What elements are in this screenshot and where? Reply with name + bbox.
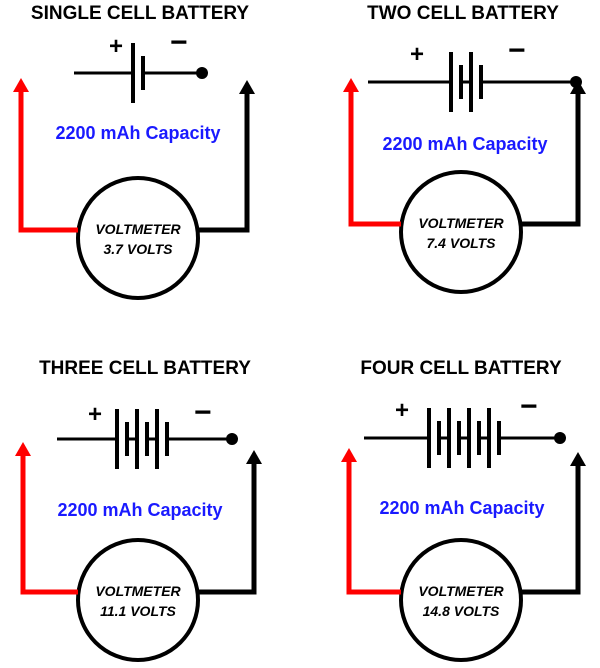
voltmeter: VOLTMETER 11.1 VOLTS <box>95 583 181 619</box>
plus-sign: + <box>109 33 123 60</box>
negative-arrowhead <box>570 452 586 466</box>
minus-sign: − <box>508 34 526 67</box>
voltmeter-label: VOLTMETER <box>95 221 181 237</box>
voltage-reading: 11.1 VOLTS <box>100 603 176 619</box>
panel-single-cell: SINGLE CELL BATTERY 2200 mAh Capacity VO… <box>13 3 255 300</box>
panel-three-cell: THREE CELL BATTERY 2200 mAh Capacity VOL… <box>15 358 262 662</box>
positive-arrowhead <box>13 78 29 92</box>
voltage-reading: 3.7 VOLTS <box>104 241 174 257</box>
positive-lead <box>18 90 78 233</box>
voltmeter: VOLTMETER 7.4 VOLTS <box>418 215 504 251</box>
plus-sign: + <box>395 397 409 424</box>
panel-title: FOUR CELL BATTERY <box>360 358 562 379</box>
negative-lead <box>521 92 581 227</box>
positive-lead <box>346 460 401 595</box>
panel-title: TWO CELL BATTERY <box>367 3 559 24</box>
battery-symbol <box>74 43 208 300</box>
negative-lead <box>198 462 257 595</box>
terminal-negative <box>196 67 208 79</box>
plus-sign: + <box>88 401 102 428</box>
negative-arrowhead <box>570 80 586 94</box>
battery-symbol <box>57 409 238 662</box>
terminal-negative <box>226 433 238 445</box>
panel-title: THREE CELL BATTERY <box>39 358 251 379</box>
voltage-reading: 14.8 VOLTS <box>423 603 500 619</box>
voltmeter-label: VOLTMETER <box>418 215 504 231</box>
panel-title: SINGLE CELL BATTERY <box>31 3 249 24</box>
negative-arrowhead <box>239 80 255 94</box>
capacity-label: 2200 mAh Capacity <box>57 500 222 520</box>
voltmeter-label: VOLTMETER <box>418 583 504 599</box>
meter-leads <box>13 78 255 233</box>
negative-lead <box>198 92 250 233</box>
battery-symbol <box>368 52 582 294</box>
negative-arrowhead <box>246 450 262 464</box>
positive-lead <box>348 90 401 227</box>
plus-sign: + <box>410 41 424 68</box>
voltmeter: VOLTMETER 3.7 VOLTS <box>95 221 181 257</box>
capacity-label: 2200 mAh Capacity <box>382 134 547 154</box>
terminal-positive <box>399 170 523 294</box>
panel-two-cell: TWO CELL BATTERY 2200 mAh Capacity VOLTM… <box>343 3 586 294</box>
minus-sign: − <box>194 396 212 429</box>
terminal-positive <box>76 176 200 300</box>
voltmeter: VOLTMETER 14.8 VOLTS <box>418 583 504 619</box>
meter-leads <box>341 448 586 595</box>
meter-leads <box>15 442 262 595</box>
positive-arrowhead <box>15 442 31 456</box>
terminal-negative <box>554 432 566 444</box>
negative-lead <box>521 464 581 595</box>
voltage-reading: 7.4 VOLTS <box>427 235 497 251</box>
meter-leads <box>343 78 586 227</box>
positive-arrowhead <box>343 78 359 92</box>
minus-sign: − <box>520 390 538 423</box>
voltmeter-label: VOLTMETER <box>95 583 181 599</box>
terminal-positive <box>399 538 523 662</box>
positive-lead <box>20 454 78 595</box>
terminal-positive <box>76 538 200 662</box>
battery-symbol <box>364 408 566 662</box>
capacity-label: 2200 mAh Capacity <box>55 123 220 143</box>
panel-four-cell: FOUR CELL BATTERY 2200 mAh Capacity VOLT… <box>341 358 586 662</box>
minus-sign: − <box>170 26 188 59</box>
capacity-label: 2200 mAh Capacity <box>379 498 544 518</box>
positive-arrowhead <box>341 448 357 462</box>
